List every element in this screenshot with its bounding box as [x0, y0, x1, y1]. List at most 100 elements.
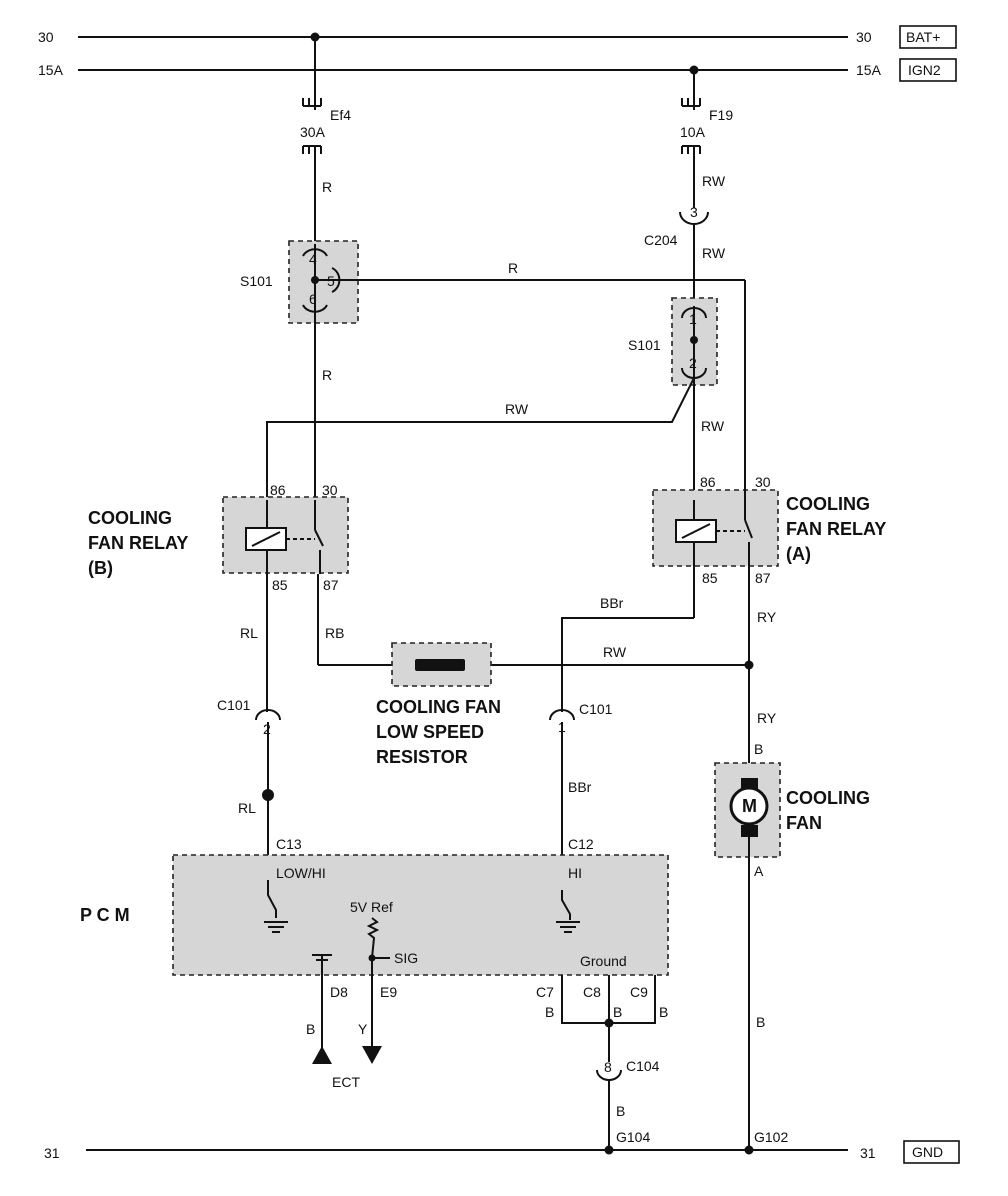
relay-b-title-3: (B): [88, 558, 113, 578]
relay-b-pin-87: 87: [323, 577, 339, 593]
wire-label-ry-top: RY: [757, 609, 777, 625]
resistor-title-2: LOW SPEED: [376, 722, 484, 742]
resistor-title-3: RESISTOR: [376, 747, 468, 767]
s101-left-label: S101: [240, 273, 273, 289]
g104-label: G104: [616, 1129, 650, 1145]
c204-label: C204: [644, 232, 678, 248]
bat-rail-left-label: 30: [38, 29, 54, 45]
c9-label: C9: [630, 984, 648, 1000]
pcm-ground: Ground: [580, 953, 627, 969]
splice-s101-left: 4 5 6 S101 R R: [240, 240, 745, 500]
c104-label: C104: [626, 1058, 660, 1074]
bbr-wire: BBr: [561, 595, 694, 712]
fan-title-2: FAN: [786, 813, 822, 833]
pcm-ground-wires: C7 C8 C9 B B B 8 C104 B G104: [536, 975, 668, 1155]
resistor-title-1: COOLING FAN: [376, 697, 501, 717]
cooling-fan-relay-b: 86 30 85 87 COOLING FAN RELAY (B) RL RB: [88, 482, 349, 712]
fan-motor-symbol: M: [742, 796, 757, 816]
relay-a-pin-30: 30: [755, 474, 771, 490]
connector-c101: 2 C101 RL 1 C101 BBr: [217, 697, 613, 890]
ect-signal-arrow: [362, 1046, 382, 1064]
c8-label: C8: [583, 984, 601, 1000]
pcm-low-hi: LOW/HI: [276, 865, 326, 881]
s101-left-pin-6: 6: [309, 291, 317, 307]
bat-rail: 30 30 BAT+: [38, 25, 957, 49]
wire-label-b-ect: B: [306, 1021, 315, 1037]
splice-s101-right: 1 2 S101 RW RW: [266, 297, 725, 500]
bat-tag: BAT+: [906, 29, 940, 45]
fuse-f19: F19 10A RW: [680, 65, 733, 208]
ign-tag-box: [899, 58, 957, 82]
wire-label-rl-low: RL: [238, 800, 256, 816]
wire-label-rl-top: RL: [240, 625, 258, 641]
ect-label: ECT: [332, 1074, 360, 1090]
relay-b-pin-30: 30: [322, 482, 338, 498]
ign-rail-right-label: 15A: [856, 62, 882, 78]
c101-label-right: C101: [579, 701, 613, 717]
s101-right-pin-2: 2: [689, 355, 697, 371]
wire-label-rw-resistor: RW: [603, 644, 627, 660]
relay-a-pin-87: 87: [755, 570, 771, 586]
wire-label-r-mid: R: [508, 260, 518, 276]
relay-b-pin-85: 85: [272, 577, 288, 593]
f19-name: F19: [709, 107, 733, 123]
relay-a-title-2: FAN RELAY: [786, 519, 886, 539]
wire-label-rb: RB: [325, 625, 344, 641]
s101-left-pin-5: 5: [327, 273, 335, 289]
d8-label: D8: [330, 984, 348, 1000]
pcm-label: P C M: [80, 905, 130, 925]
wire-label-rw-c204: RW: [702, 245, 726, 261]
pcm-module: P C M C13 LOW/HI C12 HI 5V Ref SIG Groun…: [80, 836, 669, 1090]
ef4-name: Ef4: [330, 107, 351, 123]
wire-label-b-g104: B: [616, 1103, 625, 1119]
pcm-sig: SIG: [394, 950, 418, 966]
ign-tag: IGN2: [908, 62, 941, 78]
gnd-tag: GND: [912, 1144, 943, 1160]
cooling-fan-relay-a: 86 30 85 87 COOLING FAN RELAY (A) RY: [652, 280, 886, 800]
wire-label-bbr-low: BBr: [568, 779, 592, 795]
g102-label: G102: [754, 1129, 788, 1145]
wire-label-r-low: R: [322, 367, 332, 383]
c101-label-left: C101: [217, 697, 251, 713]
ign-rail: 15A 15A IGN2: [38, 58, 957, 82]
s101-right-label: S101: [628, 337, 661, 353]
low-speed-resistor: RW COOLING FAN LOW SPEED RESISTOR RY: [318, 642, 777, 767]
relay-a-title-1: COOLING: [786, 494, 870, 514]
gnd-rail-right-label: 31: [860, 1145, 876, 1161]
f19-rating: 10A: [680, 124, 706, 140]
relay-a-pin-85: 85: [702, 570, 718, 586]
resistor-element: [415, 659, 465, 671]
e9-label: E9: [380, 984, 397, 1000]
bat-tag-box: [899, 25, 957, 49]
pcm-hi: HI: [568, 865, 582, 881]
s101-left-pin-4: 4: [309, 251, 317, 267]
pcm-5v-ref: 5V Ref: [350, 899, 393, 915]
c101-pin-2: 2: [263, 721, 271, 737]
c101-pin-1: 1: [558, 719, 566, 735]
ef4-rating: 30A: [300, 124, 326, 140]
ign-rail-left-label: 15A: [38, 62, 64, 78]
wire-label-a-fan: A: [754, 863, 764, 879]
bat-rail-right-label: 30: [856, 29, 872, 45]
gnd-tag-box: [903, 1140, 960, 1164]
wire-label-rw-f19: RW: [702, 173, 726, 189]
relay-a-pin-86: 86: [700, 474, 716, 490]
c104-pin: 8: [604, 1059, 612, 1075]
c13-label: C13: [276, 836, 302, 852]
wire-label-r-top: R: [322, 179, 332, 195]
c7-label: C7: [536, 984, 554, 1000]
wire-label-b-fan-low: B: [756, 1014, 765, 1030]
relay-a-title-3: (A): [786, 544, 811, 564]
fan-title-1: COOLING: [786, 788, 870, 808]
ect-ground-arrow: [312, 1046, 332, 1064]
relay-b-title-2: FAN RELAY: [88, 533, 188, 553]
wire-label-bbr-top: BBr: [600, 595, 624, 611]
wire-label-b-c8: B: [613, 1004, 622, 1020]
cooling-fan: M B A COOLING FAN B G102: [714, 741, 870, 1155]
relay-b-pin-86: 86: [270, 482, 286, 498]
gnd-rail: 31 31 GND: [44, 1140, 960, 1164]
gnd-rail-left-label: 31: [44, 1145, 60, 1161]
wire-label-b-c9: B: [659, 1004, 668, 1020]
fuse-ef4: Ef4 30A R: [300, 32, 351, 244]
